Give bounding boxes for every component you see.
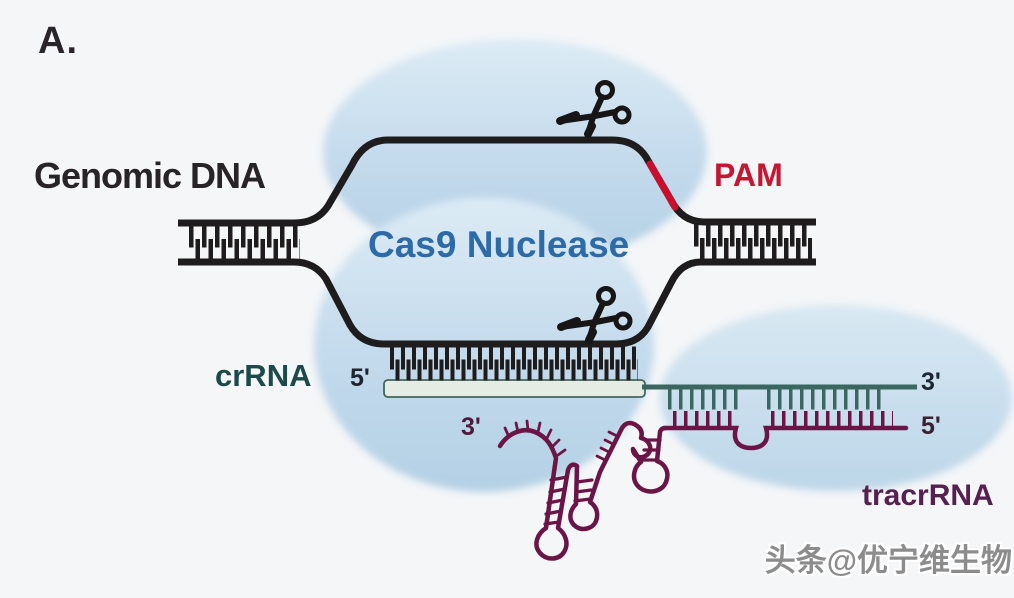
crrna-5prime-label: 5'	[350, 364, 370, 392]
crrna-3prime-label: 3'	[921, 368, 941, 396]
crrna-pairing-rungs	[390, 346, 638, 381]
dna-bottom-strand	[178, 258, 816, 348]
tracrrna-line	[661, 425, 909, 451]
dna-ladder-right	[694, 223, 812, 260]
cas9-protein-blob	[314, 39, 707, 492]
genomic-dna-label: Genomic DNA	[34, 155, 266, 196]
crrna-spacer-bar	[383, 379, 646, 398]
tracrrna-label: tracrRNA	[862, 479, 994, 512]
pam-red-segment	[646, 160, 679, 211]
dna-ladder-left	[189, 224, 300, 261]
tracrrna-3prime-label: 3'	[461, 413, 481, 441]
crrna-label: crRNA	[215, 358, 312, 393]
panel-label: A.	[38, 20, 78, 62]
cas9-nuclease-label: Cas9 Nuclease	[368, 224, 630, 265]
tracrrna-hairpins	[497, 419, 670, 561]
watermark: 头条@优宁维生物	[764, 543, 1012, 578]
dna-top-strand	[178, 136, 816, 227]
rna-duplex-rungs	[668, 388, 893, 427]
genomic-dna-strands	[178, 136, 816, 348]
tracrrna-5prime-label: 5'	[921, 412, 941, 440]
pam-label: PAM	[714, 157, 783, 193]
